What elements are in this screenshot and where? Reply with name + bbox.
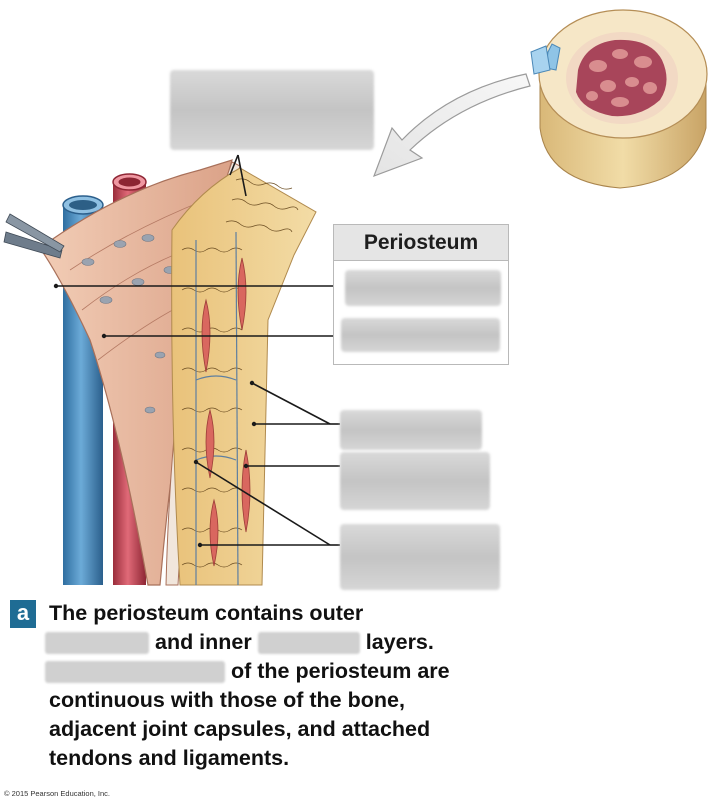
caption-blank-outer[interactable]: [45, 632, 149, 654]
caption-line-2-end: layers.: [365, 630, 434, 654]
leader-lines: [56, 154, 345, 546]
hidden-label-inner-layer-overlay[interactable]: [341, 318, 500, 352]
hidden-label-right-2[interactable]: [340, 452, 490, 510]
caption-line-3: of the periosteum are: [45, 657, 450, 686]
hidden-label-top[interactable]: [170, 70, 374, 150]
hidden-label-right-1[interactable]: [340, 410, 482, 450]
hidden-label-right-3[interactable]: [340, 524, 500, 590]
legend-title: Periosteum: [334, 225, 508, 261]
caption-line-4: continuous with those of the bone,: [49, 688, 405, 712]
caption-blank-inner[interactable]: [257, 632, 360, 654]
bone-cross-section: [530, 9, 708, 189]
forceps: [3, 213, 65, 259]
caption-line-6: tendons and ligaments.: [49, 746, 290, 770]
caption-line-3-end: of the periosteum are: [230, 659, 450, 683]
caption-line-2: and inner layers.: [45, 628, 434, 657]
caption-line-1: The periosteum contains outer: [49, 601, 364, 625]
caption-blank-fibers[interactable]: [45, 661, 225, 683]
magnify-arrow: [372, 73, 531, 178]
caption-badge: a: [10, 600, 36, 628]
caption-line-2-mid: and inner: [154, 630, 252, 654]
compact-bone-tissue: [171, 167, 317, 586]
hidden-label-outer-layer-overlay[interactable]: [345, 270, 501, 306]
copyright-notice: © 2015 Pearson Education, Inc.: [4, 789, 111, 798]
caption-line-5: adjacent joint capsules, and attached: [49, 717, 431, 741]
